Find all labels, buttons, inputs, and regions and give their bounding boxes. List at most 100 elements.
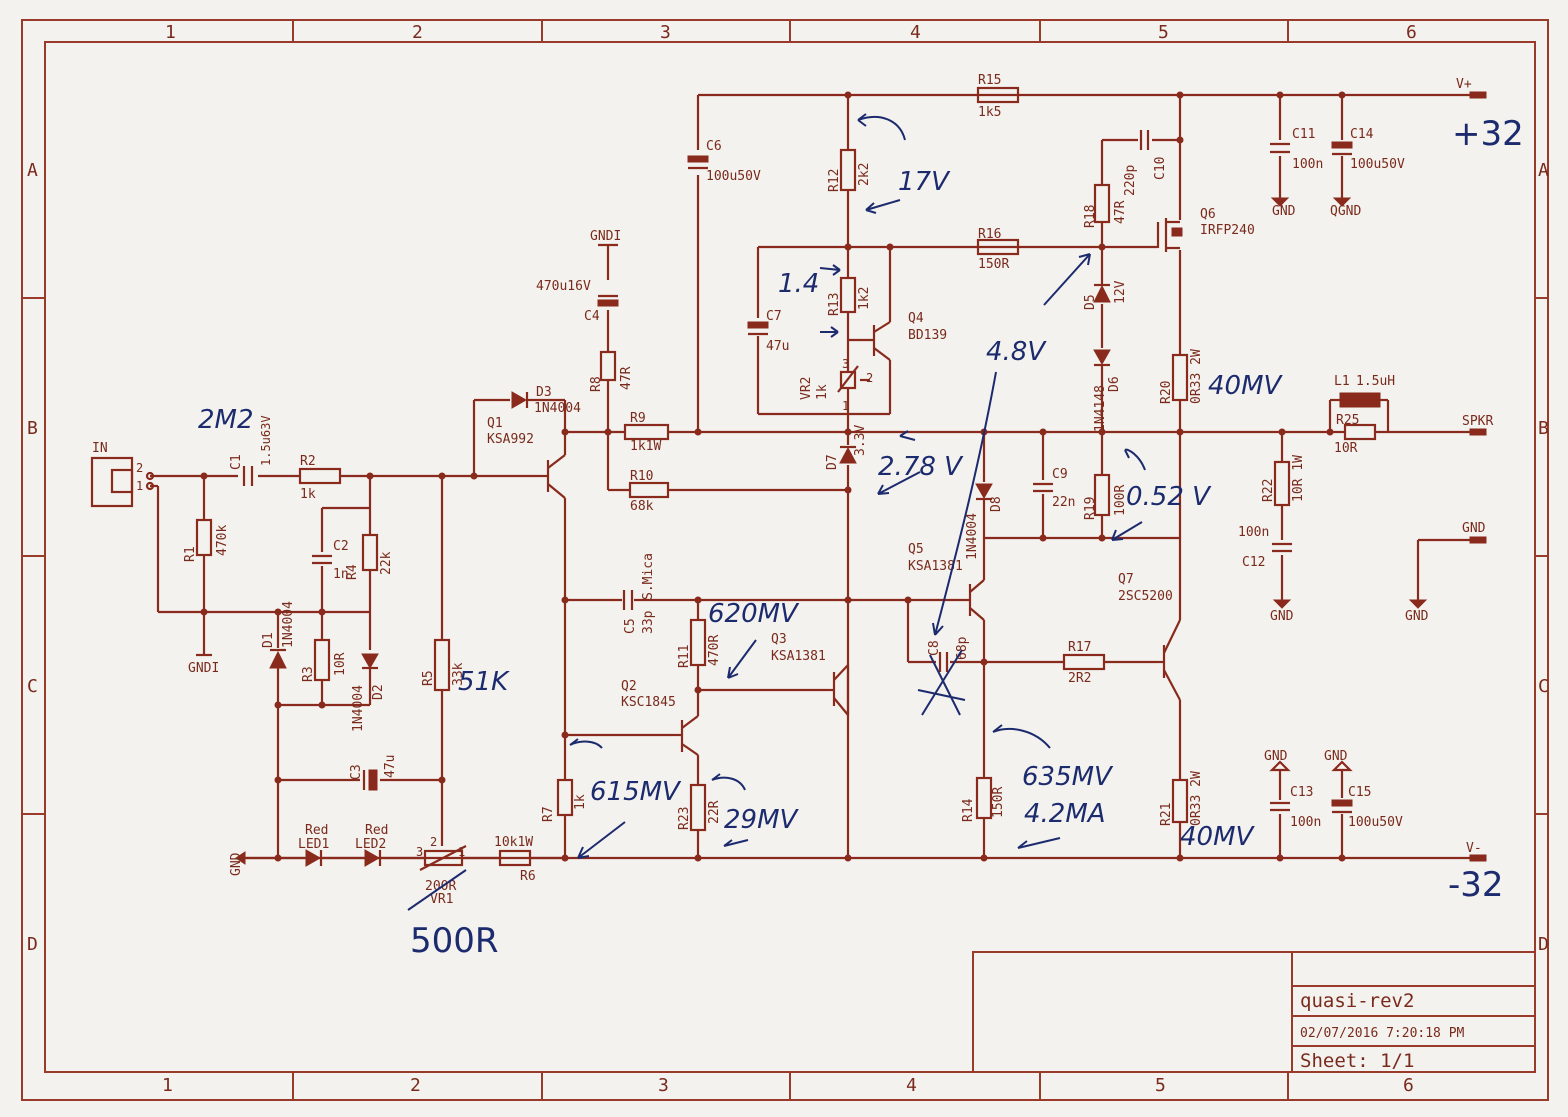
c1-value: 1.5u63V	[259, 415, 273, 466]
ink-arrow-vr1	[407, 869, 467, 911]
r1-value: 470k	[215, 525, 230, 556]
d6-value: 1N4148	[1093, 385, 1108, 432]
led1-ref: LED1	[298, 837, 329, 852]
gnd-pin	[1469, 536, 1487, 544]
grid-col-3-bottom: 3	[658, 1075, 669, 1096]
c15-ref: C15	[1348, 785, 1371, 800]
capacitor-c6	[687, 155, 709, 170]
r17-value: 2R2	[1068, 671, 1091, 686]
grid-row-c-left: C	[27, 676, 38, 697]
q2-value: KSC1845	[621, 695, 676, 710]
q5-ref: Q5	[908, 542, 924, 557]
resistor-r8	[599, 350, 617, 382]
ink-arrow-d7	[899, 430, 916, 441]
capacitor-c13	[1270, 801, 1290, 812]
d5-value: 12V	[1113, 280, 1128, 304]
c3-ref: C3	[349, 764, 364, 780]
resistor-r25	[1343, 423, 1377, 441]
r10-ref: R10	[630, 469, 653, 484]
ink-arrow-r19-top	[1124, 448, 1146, 471]
r2-ref: R2	[300, 454, 316, 469]
diode-d5	[1093, 283, 1111, 303]
note-4-8v: 4.8V	[986, 337, 1047, 367]
r15-ref: R15	[978, 73, 1001, 88]
led2-color: Red	[365, 823, 388, 838]
q1-value: KSA992	[487, 432, 534, 447]
gnd-r22	[1272, 599, 1292, 609]
transistor-q3	[826, 664, 849, 716]
ink-arrow-635mv	[992, 724, 1051, 749]
resistor-r9	[623, 423, 670, 441]
grid-row-b-left: B	[27, 418, 38, 439]
resistor-r15	[976, 86, 1020, 104]
grid-row-a-left: A	[27, 160, 38, 181]
diode-d8	[975, 483, 993, 501]
d6-ref: D6	[1107, 376, 1122, 392]
capacitor-c4	[597, 294, 619, 307]
r21-ref: R21	[1159, 803, 1174, 826]
capacitor-bodies	[242, 130, 1353, 814]
net-gnd-c13: GND	[1264, 749, 1288, 764]
note-minus32: -32	[1448, 865, 1504, 905]
q4-value: BD139	[908, 328, 947, 343]
ink-arrow-d5	[1043, 253, 1091, 306]
gnd-c11	[1270, 197, 1290, 207]
note-0-52v: 0.52 V	[1126, 482, 1212, 512]
r12-ref: R12	[827, 169, 842, 192]
r6-value: 10k1W	[494, 835, 533, 850]
resistor-r2	[298, 467, 342, 485]
c9-value: 22n	[1052, 495, 1075, 510]
note-635mv: 635MV	[1022, 762, 1114, 792]
ink-arrow-1-4-b	[820, 326, 839, 338]
r18-value: 47R	[1113, 200, 1128, 224]
transistor-q7	[1155, 619, 1181, 701]
grid-row-d-right: D	[1538, 934, 1549, 955]
capacitor-c1	[242, 466, 254, 486]
resistor-r21	[1171, 778, 1189, 824]
c10-value: 220p	[1123, 165, 1138, 196]
grid-col-2-bottom: 2	[410, 1075, 421, 1096]
r23-value: 22R	[707, 800, 722, 824]
transistor-bodies	[540, 218, 1183, 756]
net-gnd-r22: GND	[1270, 609, 1294, 624]
grid-col-6-bottom: 6	[1403, 1075, 1414, 1096]
c3-value: 47u	[383, 755, 398, 778]
resistor-r3	[313, 638, 331, 682]
resistor-r7	[556, 778, 574, 817]
resistor-r17	[1062, 653, 1106, 671]
gnd-c15	[1331, 760, 1353, 772]
r10-value: 68k	[630, 499, 654, 514]
ink-arrow-2-78v	[877, 471, 921, 495]
r7-value: 1k	[573, 794, 588, 810]
resistor-bodies	[195, 86, 1381, 871]
title-block: quasi-rev2 02/07/2016 7:20:18 PM Sheet: …	[972, 951, 1536, 1073]
net-vplus: V+	[1456, 77, 1472, 92]
capacitor-c2	[312, 554, 332, 565]
r13-ref: R13	[827, 293, 842, 316]
note-620mv: 620MV	[708, 599, 800, 629]
sheet-frame	[21, 19, 1549, 1101]
r6-ref: R6	[520, 869, 536, 884]
grid-col-4-bottom: 4	[906, 1075, 917, 1096]
q3-value: KSA1381	[771, 649, 826, 664]
ink-arrow-17v	[865, 199, 901, 214]
c5-ref: C5	[623, 618, 638, 634]
transistor-q2	[672, 715, 699, 756]
diode-d1	[269, 648, 287, 669]
pin-in1: 1	[136, 479, 143, 493]
transistor-q5	[966, 579, 985, 621]
c10-ref: C10	[1153, 157, 1168, 180]
grid-row-d-left: D	[27, 934, 38, 955]
gnd-c13	[1269, 760, 1291, 772]
vr2-ref: VR2	[799, 377, 814, 400]
d8-value: 1N4004	[965, 513, 980, 560]
r16-value: 150R	[978, 257, 1009, 272]
grid-col-6-top: 6	[1406, 22, 1417, 43]
connectors	[90, 91, 1487, 865]
c1-ref: C1	[229, 454, 244, 470]
r13-value: 1k2	[857, 287, 872, 310]
c11-ref: C11	[1292, 127, 1315, 142]
handwritten-annotations: +32 -32 2M2 17V 1.4 4.8V 40MV 2.78 V 0.5…	[198, 113, 1524, 961]
led-led2	[364, 849, 382, 867]
c13-value: 100n	[1290, 815, 1321, 830]
